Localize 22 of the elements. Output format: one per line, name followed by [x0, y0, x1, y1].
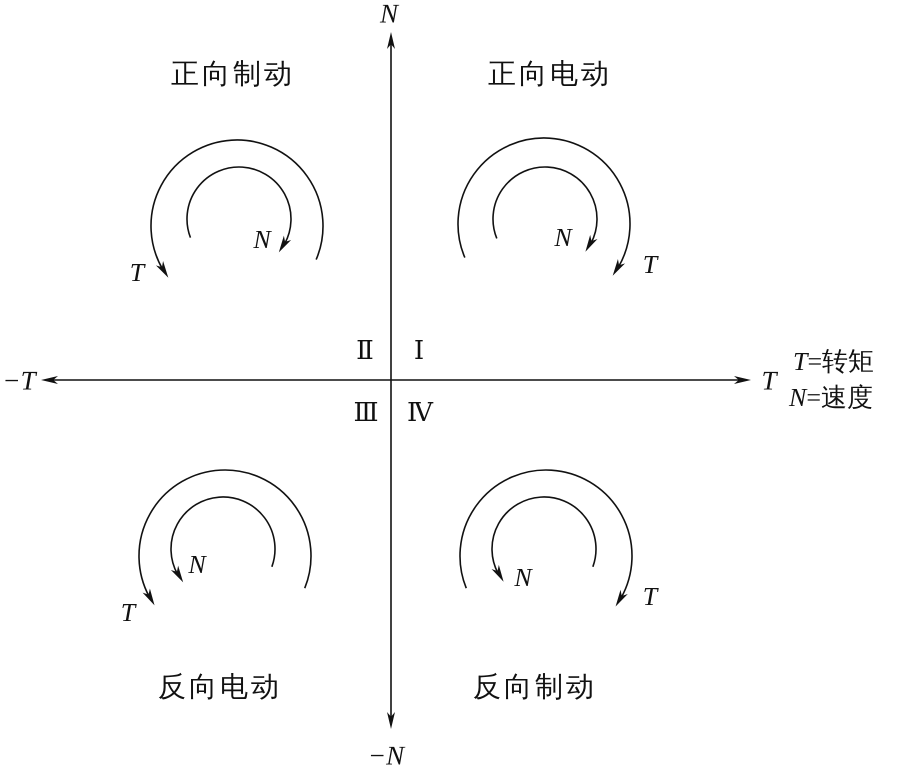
quadrant-numeral: Ⅲ [353, 400, 379, 426]
quadrant-title: 反向制动 [473, 674, 597, 702]
axis-label: −N [368, 742, 404, 770]
arrow-label: N [253, 227, 271, 253]
arrow-label: N [514, 565, 532, 591]
arrow-label: N [554, 225, 572, 251]
axis-label: T [761, 368, 777, 394]
quadrant-numeral: Ⅱ [356, 338, 374, 364]
arrow-label: T [130, 260, 144, 286]
arrow-label: N [188, 552, 206, 578]
axis-label: N [380, 0, 398, 28]
arrow-label: T [642, 252, 658, 278]
symbol-key: N=速度 [789, 385, 874, 411]
quadrant-title: 正向电动 [488, 61, 612, 89]
arrow-label: T [642, 584, 658, 610]
quadrant-title: 正向制动 [171, 61, 295, 89]
axis-label: −T [2, 368, 36, 394]
arrow-label: T [120, 600, 136, 626]
quadrant-numeral: Ⅰ [414, 338, 424, 364]
quadrant-title: 反向电动 [158, 674, 282, 702]
quadrant-numeral: Ⅳ [407, 400, 433, 426]
symbol-key: T=转矩 [793, 349, 874, 375]
